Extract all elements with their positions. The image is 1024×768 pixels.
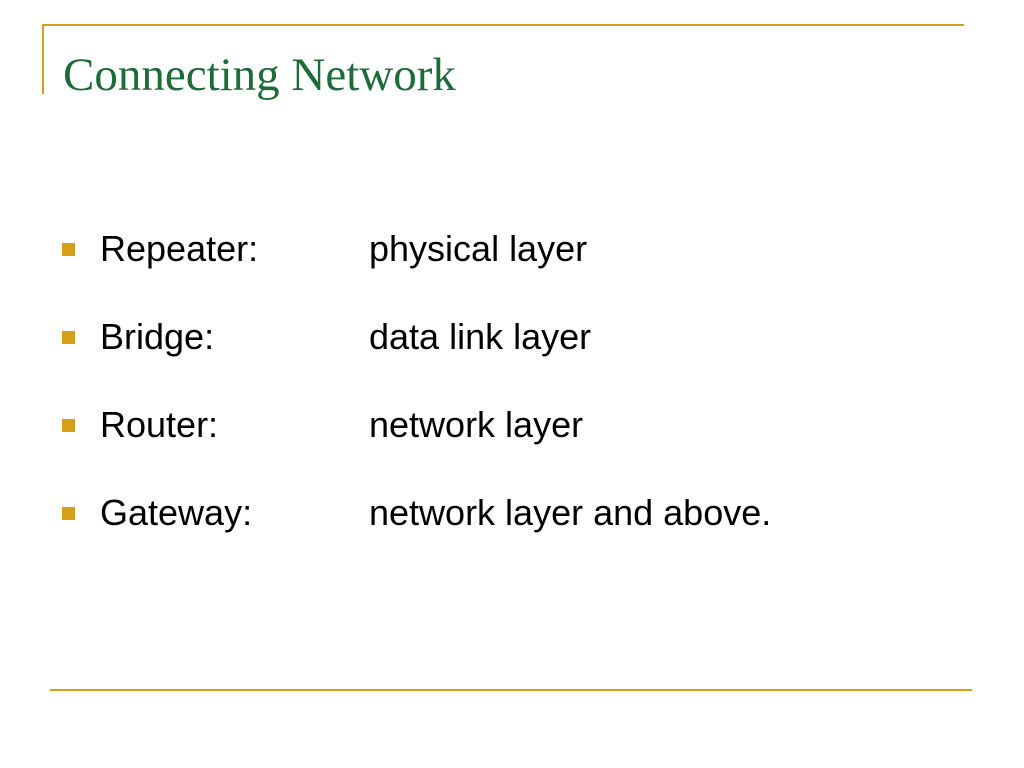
- square-bullet-icon: [62, 330, 75, 344]
- bullet-description: network layer and above.: [369, 492, 772, 533]
- bullet-term: Router:: [100, 404, 219, 445]
- bottom-accent-line: [50, 689, 972, 691]
- slide-title: Connecting Network: [63, 49, 456, 101]
- square-bullet-icon: [62, 418, 75, 432]
- square-bullet-icon: [62, 242, 75, 256]
- list-item: Bridge: data link layer: [62, 293, 771, 381]
- bullet-description: data link layer: [369, 316, 592, 357]
- bullet-description: network layer: [369, 404, 584, 445]
- left-accent-line: [42, 24, 44, 94]
- bullet-list: Repeater: physical layer Bridge: data li…: [62, 205, 771, 557]
- list-item: Repeater: physical layer: [62, 205, 771, 293]
- square-bullet-icon: [62, 506, 75, 520]
- bullet-term: Repeater:: [100, 228, 259, 269]
- list-item: Router: network layer: [62, 381, 771, 469]
- bullet-description: physical layer: [369, 228, 588, 269]
- bullet-term: Gateway:: [100, 492, 253, 533]
- top-accent-line: [42, 24, 964, 26]
- bullet-term: Bridge:: [100, 316, 215, 357]
- list-item: Gateway: network layer and above.: [62, 469, 771, 557]
